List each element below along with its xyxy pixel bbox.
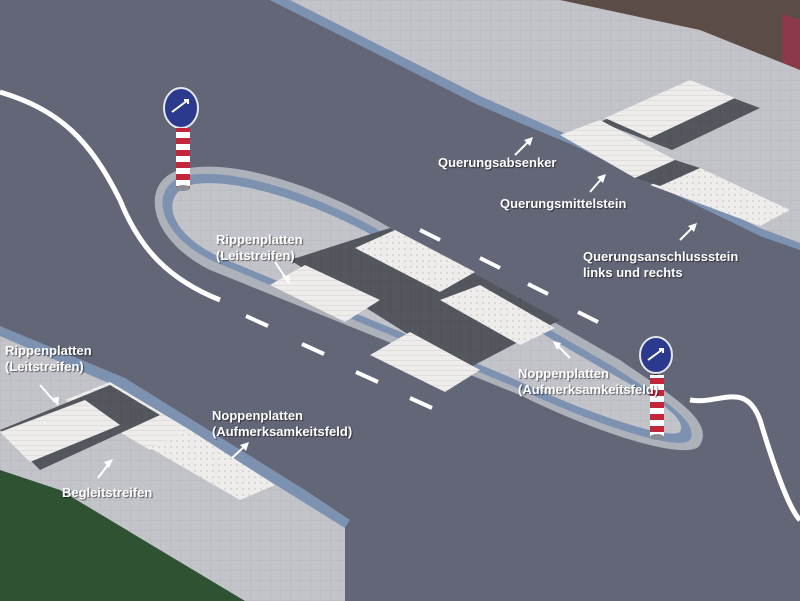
label-rippen-left: Rippenplatten (Leitstreifen) — [5, 343, 92, 374]
label-noppen-left: Noppenplatten (Aufmerksamkeitsfeld) — [212, 408, 353, 439]
label-begleitstreifen: Begleitstreifen — [62, 485, 153, 500]
upper-crossing-dark — [635, 160, 700, 186]
lane-line-right — [689, 394, 800, 522]
lower-curb — [0, 326, 350, 528]
arrow-begleitstreifen — [97, 459, 113, 479]
label-querungsmittelstein: Querungsmittelstein — [500, 196, 627, 211]
arrow-querungsabsenker — [514, 137, 533, 156]
dashed-centre-line — [245, 228, 599, 410]
building-window — [782, 14, 800, 70]
island-dot-top — [355, 230, 475, 292]
upper-guide-rib — [605, 80, 735, 138]
label-querungsabsenker: Querungsabsenker — [438, 155, 557, 170]
arrow-rippen-left — [39, 384, 59, 406]
arrow-querungsmittelstein — [589, 174, 606, 193]
arrow-noppen-island — [553, 341, 571, 359]
lower-crossing-dot — [150, 430, 275, 500]
lane-line-left — [0, 89, 221, 303]
label-rippen-island: Rippenplatten (Leitstreifen) — [216, 232, 303, 263]
island-rib-right — [370, 332, 480, 392]
arrow-rippen-island — [274, 261, 290, 284]
arrow-noppen-left — [231, 442, 249, 459]
keep-right-sign-icon-right — [639, 336, 673, 386]
building-corner — [560, 0, 800, 70]
label-querungsanschlussstein: Querungsanschlussstein links und rechts — [583, 249, 739, 280]
island-dot-bottom — [440, 285, 555, 345]
lower-guide-rib — [0, 400, 120, 462]
grass — [0, 470, 245, 601]
arrow-querungsanschlussstein — [679, 223, 697, 241]
upper-crossing-dot — [650, 168, 790, 226]
island-rib-left — [270, 265, 380, 322]
striped-bollard-icon — [176, 128, 190, 191]
label-noppen-island: Noppenplatten (Aufmerksamkeitsfeld) — [518, 366, 659, 397]
island-cross-dark — [290, 228, 560, 370]
striped-bollard-icon-right — [650, 375, 664, 440]
upper-crossing-rib — [560, 120, 675, 178]
